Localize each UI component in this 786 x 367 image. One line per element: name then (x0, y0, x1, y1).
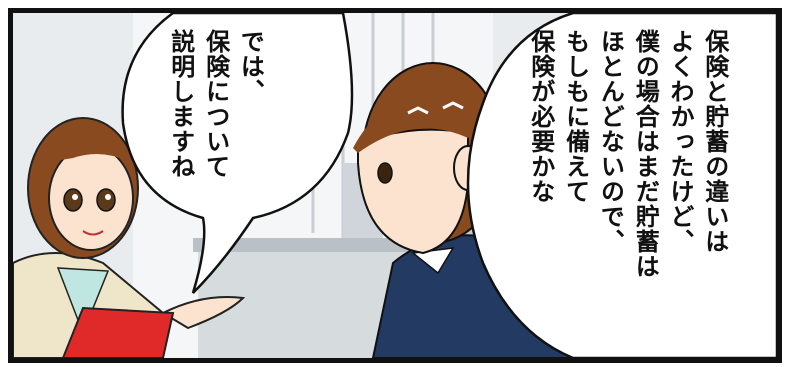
left-line-2: 保険について (201, 29, 230, 179)
manga-panel: では、 保険について 説明しますね 保険と貯蓄の違いは よくわかったけど、 僕の… (8, 8, 782, 363)
man-face (357, 128, 469, 255)
right-line-1: 保険と貯蓄の違いは (700, 29, 729, 254)
woman-bangs (43, 143, 131, 163)
left-line-1: では、 (236, 29, 265, 104)
right-line-3: 僕の場合はまだ貯蓄は (631, 29, 660, 279)
woman-hand (160, 296, 246, 330)
right-line-4: ほとんどないので、 (596, 29, 625, 254)
woman-character (13, 117, 246, 358)
right-speech-balloon (466, 13, 777, 358)
left-line-3: 説明しますね (166, 29, 195, 179)
woman-right-eye (96, 188, 116, 212)
office-scene (13, 13, 777, 358)
hair-highlight (407, 101, 464, 115)
right-line-5: もしもに備えて (561, 29, 590, 204)
left-balloon-text: では、 保険について 説明しますね (163, 29, 267, 179)
woman-left-eye (63, 188, 83, 212)
man-eye (377, 162, 393, 184)
right-line-2: よくわかったけど、 (665, 29, 694, 254)
woman-blouse (56, 267, 110, 336)
woman-mouth (82, 230, 104, 236)
right-line-6: 保険が必要かな (526, 29, 555, 204)
left-speech-balloon (121, 13, 354, 294)
right-balloon-text: 保険と貯蓄の違いは よくわかったけど、 僕の場合はまだ貯蓄は ほとんどないので、… (523, 29, 732, 279)
red-folder (61, 306, 175, 358)
